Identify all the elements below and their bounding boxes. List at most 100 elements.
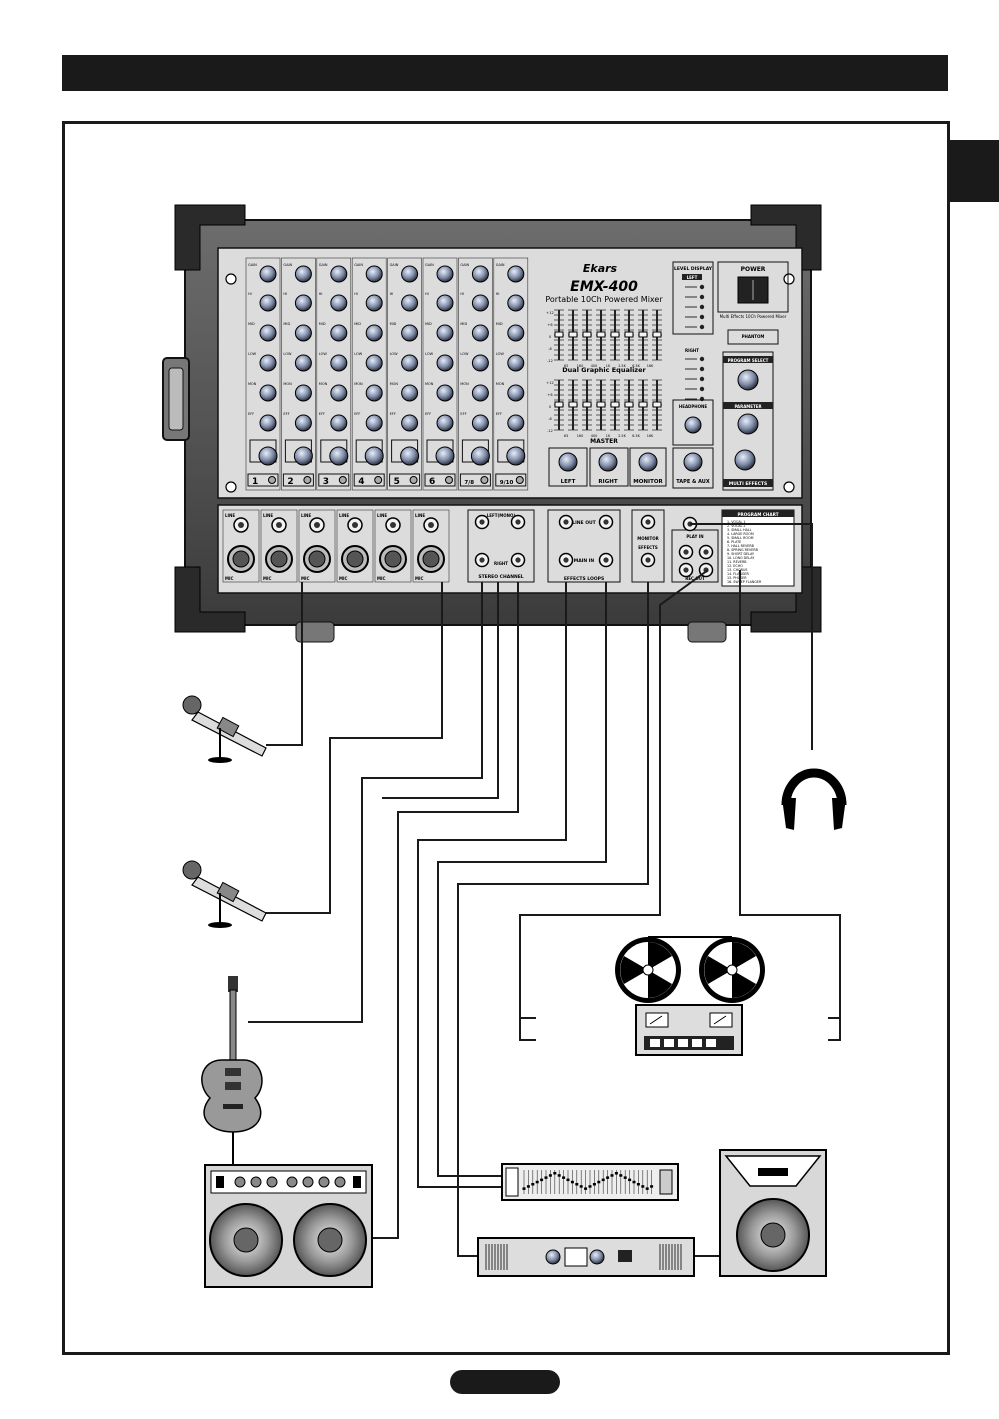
rear-mic-label: MIC: [377, 576, 385, 581]
eq-slider-cap: [554, 331, 564, 338]
channel-knob: [294, 414, 312, 432]
level-led: [699, 304, 705, 310]
channel-knob: [507, 384, 525, 402]
program-chart-item: 3. SMALL HALL: [727, 528, 752, 532]
channel-knob: [330, 414, 348, 432]
quarter-inch-jack-core: [683, 567, 689, 573]
channel-knob-label: MID: [425, 322, 432, 326]
rear-line-label: LINE: [301, 513, 311, 518]
program-select-knob[interactable]: [737, 369, 759, 391]
cables: [248, 523, 841, 1257]
channel-knob: [401, 294, 419, 312]
tape-aux-knob[interactable]: [683, 452, 703, 472]
channel-strip: [316, 257, 352, 491]
channel-number: 7/8: [464, 480, 474, 486]
channel-knob-label: LOW: [460, 352, 469, 356]
rack-eq-cap: [636, 1183, 640, 1186]
channel-knob: [507, 354, 525, 372]
channel-knob: [294, 265, 312, 283]
rack-eq-cap: [619, 1174, 623, 1177]
eq-frequency-label: 63: [564, 364, 568, 368]
channel-label-box: [424, 473, 456, 487]
channel-knob: [471, 294, 489, 312]
channel-knob: [330, 354, 348, 372]
pa-speaker-icon: [719, 1149, 827, 1277]
mixer-rear-panel: LINEMICLINEMICLINEMICLINEMICLINEMICLINEM…: [217, 504, 803, 594]
rear-line-label: LINE: [225, 513, 235, 518]
headphone-knob[interactable]: [684, 416, 702, 434]
rack-equalizer-icon: [501, 1163, 679, 1201]
channel-knob-label: MID: [390, 322, 397, 326]
left-mono-label: LEFT(MONO): [487, 513, 516, 518]
rear-channel-box: [260, 509, 298, 583]
master-left-knob[interactable]: [558, 452, 578, 472]
channel-knob: [436, 294, 454, 312]
program-chart-item: 1. VOCAL 1: [727, 520, 746, 524]
channel-knob-label: HI: [390, 292, 394, 296]
eq-scale-label: -6: [548, 347, 552, 351]
brand-logo: Ekars: [583, 262, 618, 275]
title-bar: [62, 55, 948, 91]
channel-knob-label: EFF: [496, 412, 502, 416]
channel-knob: [259, 265, 277, 283]
eq-slider-cap: [652, 331, 662, 338]
rack-eq-cap: [566, 1178, 570, 1182]
rack-eq-cap: [544, 1176, 548, 1179]
channel-knob-label: LOW: [496, 352, 505, 356]
eq-frequency-label: 6.3K: [632, 434, 640, 438]
channel-level-knob: [293, 446, 313, 466]
rack-eq-cap: [592, 1183, 596, 1186]
channel-number: 1: [252, 477, 258, 487]
channel-level-knob: [400, 446, 420, 466]
eq-slider-cap: [624, 401, 634, 408]
main-in-label: MAIN IN: [574, 558, 595, 564]
line-jack-core: [428, 522, 434, 528]
xlr-jack-core: [308, 550, 326, 568]
channel-number: 6: [429, 477, 435, 487]
pad-button: [303, 476, 312, 484]
channel-knob-label: LOW: [283, 352, 292, 356]
channel-knob: [259, 354, 277, 372]
eq-slider-cap: [596, 331, 606, 338]
rear-line-label: LINE: [415, 513, 425, 518]
channel-knob-label: MID: [496, 322, 503, 326]
eq-frequency-label: 16K: [647, 364, 654, 368]
channel-number: 5: [394, 477, 400, 487]
rear-channel-box: [412, 509, 450, 583]
channel-strip: [281, 257, 316, 491]
quarter-inch-jack-core: [515, 557, 521, 563]
master-right-knob[interactable]: [598, 452, 618, 472]
pad-button: [480, 476, 489, 484]
rear-mic-label: MIC: [339, 576, 347, 581]
monitor-knob[interactable]: [638, 452, 658, 472]
level-led: [699, 376, 705, 382]
channel-knob-label: MON: [319, 382, 328, 386]
channel-knob: [471, 414, 489, 432]
channel-knob-label: MON: [248, 382, 257, 386]
channel-knob-label: LOW: [390, 352, 399, 356]
rack-eq-cap: [531, 1183, 535, 1186]
level-leds-left: [685, 284, 705, 330]
channel-knob-label: EFF: [283, 412, 289, 416]
parameter-knob[interactable]: [737, 413, 759, 435]
rear-line-label: LINE: [339, 513, 349, 518]
tape-aux-label: TAPE & AUX: [676, 479, 710, 485]
power-amplifier-icon: [477, 1237, 695, 1277]
guitar-amplifier-icon: [204, 1164, 373, 1288]
pad-button: [515, 476, 524, 484]
rack-eq-cap: [610, 1174, 614, 1177]
rear-channel-box: [336, 509, 374, 583]
channel-knob: [507, 414, 525, 432]
rear-mic-label: MIC: [301, 576, 309, 581]
channel-knob: [365, 294, 383, 312]
eq-frequency-label: 400: [591, 364, 597, 368]
headphone-label: HEADPHONE: [679, 404, 708, 409]
effects-level-knob[interactable]: [734, 449, 756, 471]
channel-knob: [365, 324, 383, 342]
channel-strips: GAINHIMIDLOWMONEFF1GAINHIMIDLOWMONEFF2GA…: [245, 257, 529, 491]
channel-knob: [259, 414, 277, 432]
effects-out-label: EFFECTS: [638, 545, 658, 550]
channel-knob: [471, 354, 489, 372]
channel-knob-label: LOW: [319, 352, 328, 356]
channel-knob-label: EFF: [390, 412, 396, 416]
